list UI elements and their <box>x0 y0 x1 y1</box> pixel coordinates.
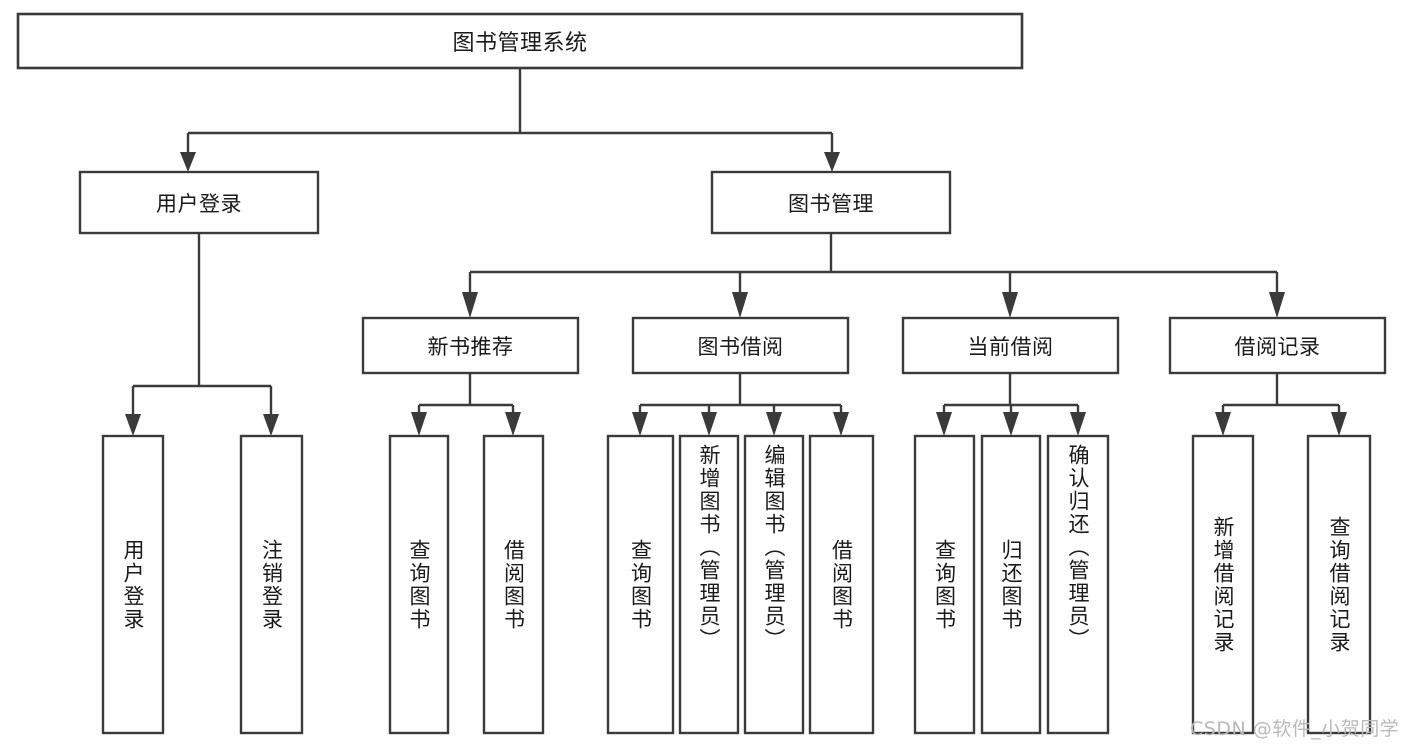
node-box-leaf-query-book-1[interactable] <box>388 434 450 735</box>
node-box-book-management[interactable] <box>710 170 952 235</box>
edge-user-login-to-leaves <box>125 233 279 436</box>
edge-root-to-level1 <box>180 68 840 172</box>
edge-current-borrow-to-leaves <box>936 373 1086 436</box>
node-box-leaf-return-book[interactable] <box>980 434 1042 735</box>
node-box-new-book-recommend[interactable] <box>361 316 580 375</box>
node-box-leaf-edit-book[interactable] <box>743 434 805 735</box>
node-box-current-borrow[interactable] <box>901 316 1120 375</box>
node-box-root[interactable] <box>16 12 1024 70</box>
watermark-text: CSDN @软件_小贺同学 <box>1190 718 1400 740</box>
node-box-leaf-add-record[interactable] <box>1191 434 1255 735</box>
node-box-leaf-confirm-return[interactable] <box>1046 434 1110 735</box>
node-box-leaf-query-record[interactable] <box>1306 434 1372 735</box>
node-box-leaf-query-book-3[interactable] <box>913 434 976 735</box>
node-box-book-borrow[interactable] <box>631 316 850 375</box>
node-box-leaf-logout[interactable] <box>239 434 304 735</box>
edge-borrow-record-to-leaves <box>1215 373 1347 436</box>
node-box-leaf-add-book[interactable] <box>678 434 740 735</box>
node-box-leaf-user-login[interactable] <box>101 434 165 735</box>
edge-new-book-recommend-to-leaves <box>411 373 521 436</box>
edge-book-management-to-level2 <box>462 233 1285 318</box>
arrow-to-user-login <box>180 152 196 172</box>
node-box-leaf-borrow-book-1[interactable] <box>482 434 545 735</box>
edge-book-borrow-to-leaves <box>632 373 849 436</box>
node-box-leaf-borrow-book-2[interactable] <box>808 434 875 735</box>
node-box-borrow-record[interactable] <box>1168 316 1387 375</box>
node-box-leaf-query-book-2[interactable] <box>606 434 675 735</box>
node-box-user-login[interactable] <box>78 170 320 235</box>
arrow-to-book-management <box>824 152 840 172</box>
